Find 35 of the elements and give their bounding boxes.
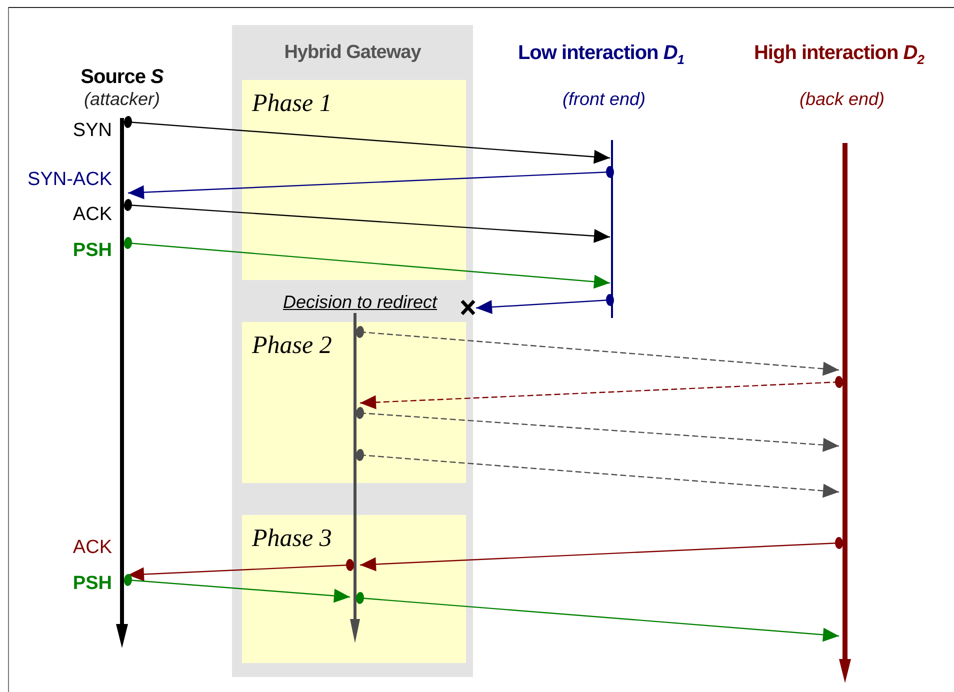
lifeline-title: Low interaction D$_{1}$ (518, 42, 684, 68)
dashed-arrow (360, 376, 843, 410)
decision-label: Decision to redirect (282, 293, 438, 313)
lifeline-subtitle: (front end) (562, 90, 646, 110)
message-label: SYN (72, 121, 112, 142)
gateway-title: Hybrid Gateway (283, 43, 422, 64)
phase-label: Phase 1 (252, 90, 332, 118)
arrow (124, 116, 610, 164)
lifeline (839, 143, 851, 683)
arrow (124, 237, 610, 289)
message-label: SYN-ACK (28, 170, 112, 191)
message-label: PSH (72, 241, 112, 262)
arrow (128, 166, 614, 200)
lifeline (350, 313, 360, 643)
phase-label: Phase 2 (252, 332, 332, 360)
lifeline (610, 140, 614, 316)
lifeline-subtitle: (back end) (799, 90, 885, 110)
arrow (124, 574, 350, 603)
phase-label: Phase 3 (252, 525, 332, 552)
arrow (360, 537, 843, 572)
arrow (124, 199, 610, 243)
dashed-arrow (356, 326, 840, 376)
lifeline-title: Source S (80, 66, 164, 88)
cross-mark (460, 299, 476, 316)
message-label: ACK (72, 538, 112, 559)
arrow (128, 559, 354, 582)
lifeline-title: High interaction D$_{2}$ (754, 42, 924, 68)
dashed-arrow (356, 407, 840, 452)
lifeline-subtitle: (attacker) (84, 90, 160, 110)
arrow (356, 592, 840, 642)
dashed-arrow (356, 449, 840, 498)
arrow (476, 294, 614, 314)
message-label: PSH (72, 574, 112, 595)
lifeline (116, 118, 128, 648)
message-label: ACK (72, 205, 112, 226)
